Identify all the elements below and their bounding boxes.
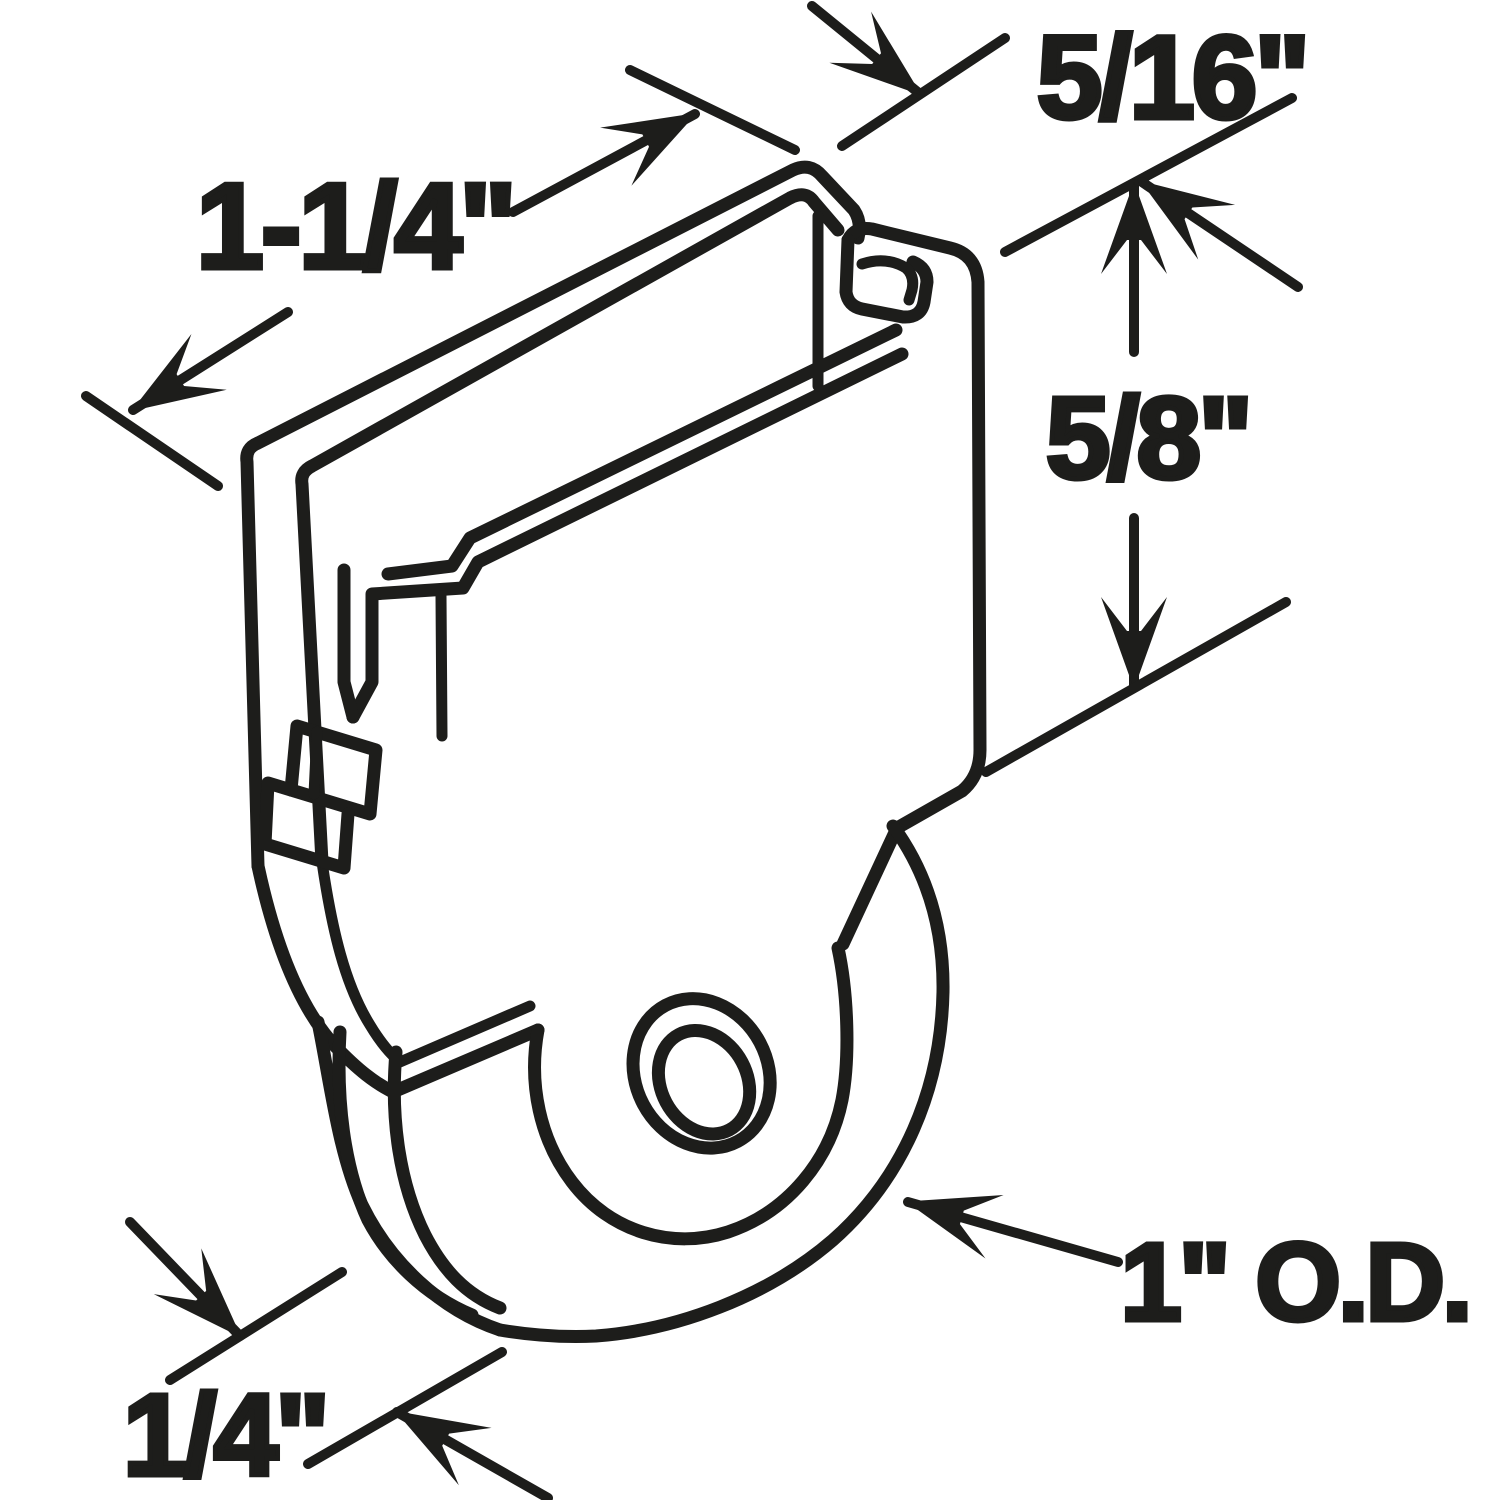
extension-line [1000, 93, 1297, 257]
wheel-outer-rim [493, 819, 950, 1344]
extension-line [303, 1347, 507, 1469]
roller-wheel [311, 819, 950, 1344]
tang-left-edge [337, 563, 360, 724]
housing-cut-edge [836, 821, 904, 951]
dimension-arrow [128, 307, 293, 415]
face-crease-line [435, 590, 448, 742]
dim-label-housing-length: 1-1/4" [196, 158, 514, 294]
dim-label-housing-height: 5/8" [1046, 373, 1250, 503]
dimension-arrow [508, 109, 700, 217]
wheel-hub-hole [651, 1023, 757, 1141]
bottom-tab-step [258, 776, 355, 875]
front-top-edge-upper [381, 323, 903, 581]
dimension-annotations: 1-1/4" 5/16" 5/8" 1" O.D. 1/4" [81, 1, 1475, 1500]
clip-roll-inner [856, 255, 919, 306]
extension-line [625, 65, 800, 155]
dimension-arrow [1137, 177, 1303, 292]
dim-label-wheel-diameter: 1" O.D. [1120, 1221, 1469, 1344]
bottom-tab-inner-line [308, 726, 323, 800]
roller-housing [240, 160, 987, 1099]
wheel-side-inner-arc [332, 1025, 479, 1322]
dimension-arrow [392, 1407, 553, 1500]
housing-outer-edge [240, 160, 866, 873]
bottom-tab-outer [284, 719, 383, 821]
dimension-arrow [807, 1, 925, 99]
dim-label-wheel-width: 1/4" [123, 1370, 327, 1500]
extension-line [165, 1267, 347, 1385]
clip-roll-outline [839, 233, 934, 324]
wheel-hub-outer [626, 992, 777, 1155]
dimension-arrow [903, 1194, 1123, 1267]
extension-line [81, 391, 223, 491]
housing-inner-top-edge [295, 188, 845, 869]
wheel-groove-line [387, 1045, 507, 1315]
dim-label-channel-width: 5/16" [1037, 12, 1308, 144]
front-top-edge-lower-and-tang-right [346, 347, 909, 724]
dimension-arrow [125, 1217, 245, 1341]
clip-and-right-edge [841, 222, 987, 835]
housing-bottom-edge-inner [316, 856, 536, 1068]
extension-line [981, 597, 1291, 777]
wheel-inner-ring [528, 941, 854, 1246]
